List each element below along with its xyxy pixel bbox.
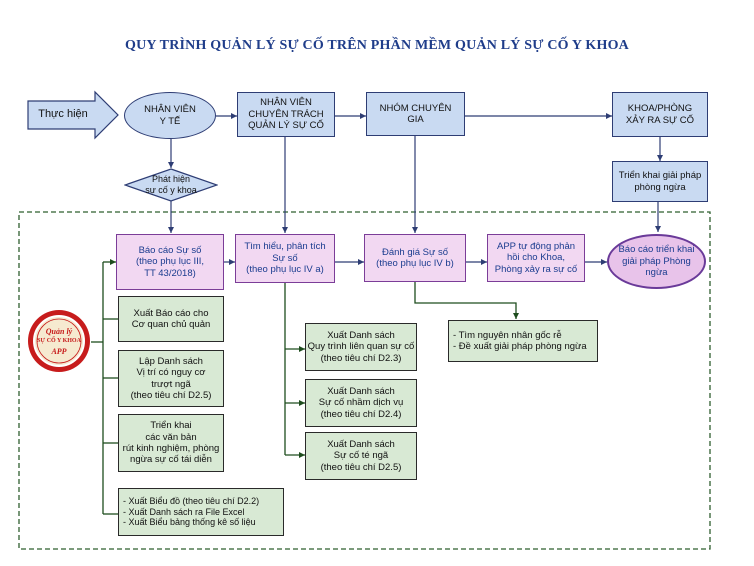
- logo-line2: SỰ CỐ Y KHOA: [37, 338, 81, 344]
- left-box-exports: - Xuất Biểu đồ (theo tiêu chí D2.2) - Xu…: [118, 488, 284, 536]
- logo-seal-icon: [28, 310, 90, 372]
- final-report-node: Báo cáo triển khai giải pháp Phòng ngừa: [607, 234, 706, 289]
- analyze-node: Tìm hiểu, phân tích Sự số (theo phụ lục …: [235, 234, 335, 283]
- staff-node: NHÂN VIÊN Y TẾ: [124, 92, 216, 139]
- export-box-falls: Xuất Danh sách Sự cố té ngã (theo tiêu c…: [305, 432, 417, 480]
- start-label: Thực hiện: [38, 108, 88, 121]
- app-logo: Quản lý SỰ CỐ Y KHOA APP: [27, 309, 91, 373]
- root-cause-box: - Tìm nguyên nhân gốc rễ - Đề xuất giải …: [448, 320, 598, 362]
- report-node: Báo cáo Sự số (theo phụ lục III, TT 43/2…: [116, 234, 224, 290]
- dedicated-node: NHÂN VIÊN CHUYÊN TRÁCH QUẢN LÝ SỰ CỐ: [237, 92, 335, 137]
- export-box-process: Xuất Danh sách Quy trình liên quan sự cố…: [305, 323, 417, 371]
- logo-line1: Quản lý: [45, 327, 73, 336]
- app-feedback-node: APP tự động phản hồi cho Khoa, Phòng xảy…: [487, 234, 585, 282]
- expert-node: NHÓM CHUYÊN GIA: [366, 92, 465, 136]
- connector-evaluate-rootcause: [414, 282, 519, 319]
- left-box-risk-list: Lập Danh sách Vị trí có nguy cơ trượt ng…: [118, 350, 224, 407]
- detect-label: Phát hiện sự cố y khoa: [145, 174, 197, 195]
- left-box-lessons: Triển khai các văn bản rút kinh nghiệm, …: [118, 414, 224, 472]
- prevention-deploy-node: Triển khai giải pháp phòng ngừa: [612, 161, 708, 202]
- start-arrow-shape: [27, 90, 119, 140]
- export-box-wrong-service: Xuất Danh sách Sự cố nhầm dịch vụ (theo …: [305, 379, 417, 427]
- evaluate-node: Đánh giá Sự số (theo phụ lục IV b): [364, 234, 466, 282]
- process-container: [18, 211, 711, 550]
- logo-line3: APP: [51, 347, 67, 356]
- detect-diamond: [124, 168, 218, 202]
- left-box-report-agency: Xuất Báo cáo cho Cơ quan chủ quản: [118, 296, 224, 342]
- department-node: KHOA/PHÒNG XẢY RA SỰ CỐ: [612, 92, 708, 137]
- diagram-title: QUY TRÌNH QUẢN LÝ SỰ CỐ TRÊN PHẦN MỀM QU…: [125, 38, 629, 53]
